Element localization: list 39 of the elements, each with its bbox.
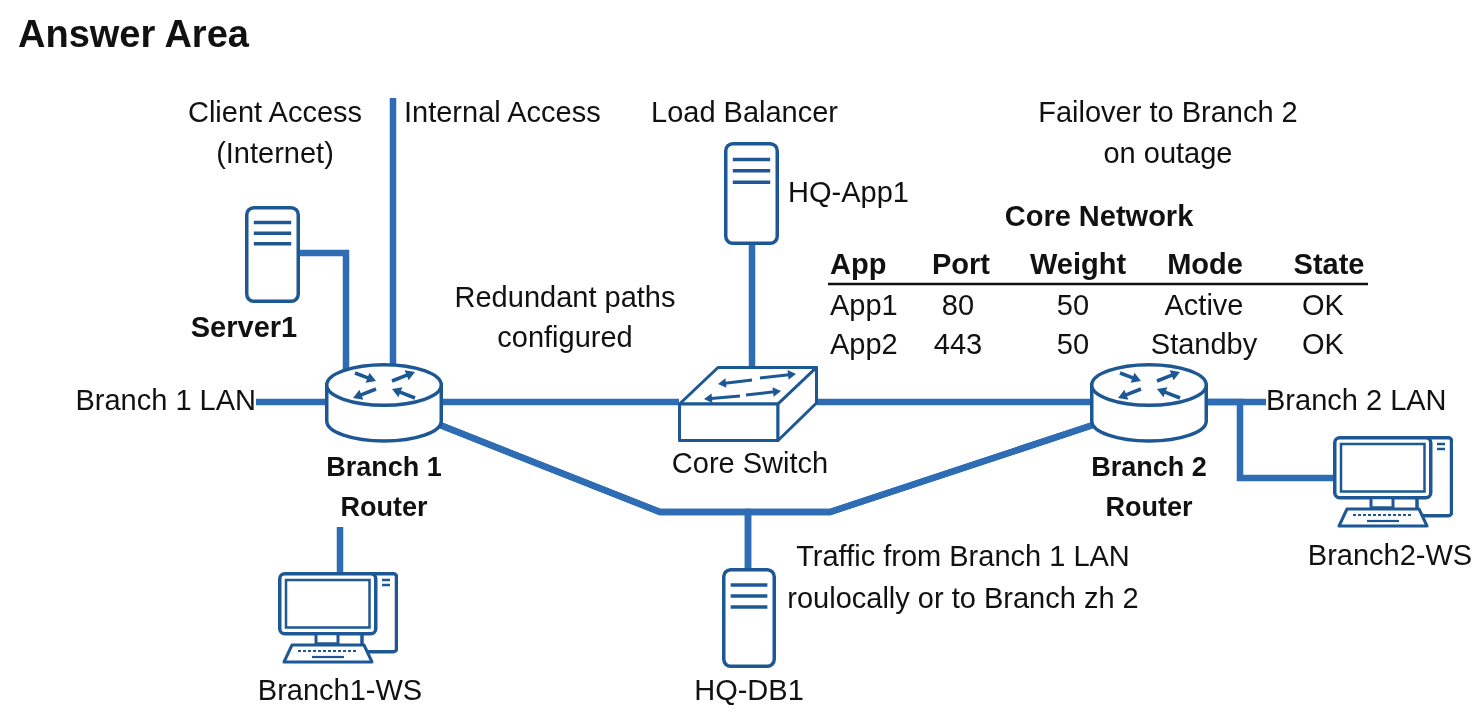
table-value: 50 bbox=[1056, 327, 1090, 362]
table-value: 50 bbox=[1056, 288, 1090, 323]
table-value: Active bbox=[1164, 288, 1244, 323]
table-title: Core Network bbox=[1004, 199, 1194, 234]
column-header: Mode bbox=[1167, 247, 1243, 282]
annotation-text: Client Access (Internet) bbox=[186, 95, 364, 171]
device-label: Branch 2 Router bbox=[1090, 451, 1208, 524]
device-label: Branch2-WS bbox=[1307, 538, 1473, 573]
column-header: App bbox=[830, 247, 887, 282]
device-label: Core Switch bbox=[671, 446, 829, 481]
network-link bbox=[748, 245, 756, 367]
lan-label: Branch 1 LAN bbox=[75, 382, 256, 418]
annotation-text: Redundant paths configured bbox=[453, 280, 677, 355]
column-header: Port bbox=[932, 247, 990, 282]
network-link bbox=[1208, 398, 1333, 482]
device-caption: Load Balancer bbox=[651, 95, 839, 130]
table-value: App2 bbox=[830, 327, 898, 362]
device-label: Branch1-WS bbox=[257, 673, 423, 708]
lan-label: Branch 2 LAN bbox=[1266, 382, 1447, 418]
network-link bbox=[817, 398, 1090, 406]
column-header: State bbox=[1293, 247, 1365, 282]
device-label: HQ-DB1 bbox=[694, 673, 804, 708]
annotation-text: Internal Access bbox=[404, 95, 601, 130]
annotation-text: Failover to Branch 2 on outage bbox=[1037, 95, 1299, 171]
device-label: HQ-App1 bbox=[788, 175, 909, 210]
table-value: App1 bbox=[830, 288, 898, 323]
table-value: Standby bbox=[1150, 327, 1258, 362]
network-link bbox=[744, 421, 1094, 568]
table-value: OK bbox=[1302, 288, 1344, 323]
network-link bbox=[443, 398, 679, 406]
page-title: Answer Area bbox=[18, 14, 249, 54]
device-label: Server1 bbox=[190, 310, 298, 344]
table-value: 80 bbox=[941, 288, 975, 323]
table-value: 443 bbox=[933, 327, 983, 362]
network-link bbox=[300, 249, 350, 370]
table-value: OK bbox=[1302, 327, 1344, 362]
column-header: Weight bbox=[1029, 247, 1127, 282]
device-label: Branch 1 Router bbox=[325, 451, 443, 524]
annotation-text: Traffic from Branch 1 LAN roulocally or to Branch zh 2 bbox=[786, 539, 1140, 616]
